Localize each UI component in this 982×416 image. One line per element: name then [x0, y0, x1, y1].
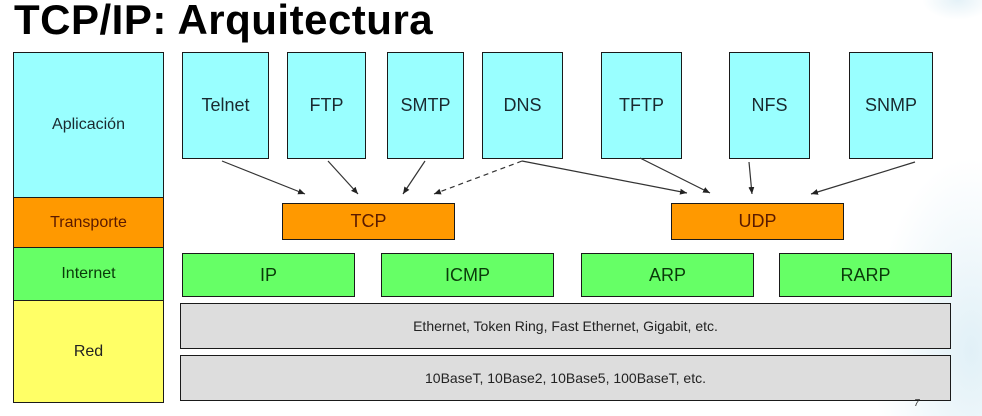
protocol-ip: IP: [182, 253, 355, 297]
protocol-ftp-label: FTP: [309, 95, 344, 115]
protocol-tcp: TCP: [282, 203, 455, 240]
slide-number: 7: [914, 398, 920, 409]
protocol-rarp-label: RARP: [840, 264, 891, 285]
protocol-rarp: RARP: [779, 253, 952, 297]
layer-internet: Internet: [13, 247, 164, 301]
protocol-smtp: SMTP: [387, 52, 464, 159]
page-title: TCP/IP: Arquitectura: [14, 0, 434, 43]
network-row-physical: 10BaseT, 10Base2, 10Base5, 100BaseT, etc…: [180, 355, 951, 401]
layer-red-label: Red: [73, 342, 104, 360]
protocol-nfs-label: NFS: [751, 95, 788, 115]
layer-internet-label: Internet: [61, 265, 116, 282]
layer-red: Red: [13, 300, 164, 403]
network-row-datalink: Ethernet, Token Ring, Fast Ethernet, Gig…: [180, 303, 951, 349]
layer-aplicacion-label: Aplicación: [52, 116, 125, 133]
layer-transporte-label: Transporte: [50, 213, 127, 231]
protocol-snmp: SNMP: [849, 52, 933, 159]
protocol-snmp-label: SNMP: [864, 95, 917, 115]
arrow-nfs-udp: [748, 161, 755, 195]
arrow-tftp-udp: [639, 157, 711, 194]
protocol-tftp-label: TFTP: [619, 95, 664, 115]
arrow-dns-tcp-dashed: [433, 160, 523, 195]
protocol-udp: UDP: [671, 203, 844, 240]
protocol-udp-label: UDP: [738, 211, 777, 231]
protocol-ip-label: IP: [259, 264, 277, 285]
protocol-tcp-label: TCP: [350, 211, 387, 231]
protocol-tftp: TFTP: [601, 52, 682, 159]
protocol-dns-label: DNS: [503, 95, 542, 115]
protocol-telnet-label: Telnet: [201, 95, 250, 115]
protocol-dns: DNS: [482, 52, 563, 159]
network-row-datalink-label: Ethernet, Token Ring, Fast Ethernet, Gig…: [413, 318, 718, 334]
arrow-dns-udp: [521, 160, 688, 195]
protocol-ftp: FTP: [287, 52, 366, 159]
arrow-smtp-tcp: [402, 160, 426, 195]
protocol-icmp-label: ICMP: [445, 264, 490, 285]
protocol-arp-label: ARP: [648, 264, 686, 285]
protocol-smtp-label: SMTP: [400, 95, 451, 115]
arrow-snmp-udp: [810, 161, 916, 195]
arrow-ftp-tcp: [327, 160, 359, 195]
protocol-nfs: NFS: [729, 52, 810, 159]
layer-aplicacion: Aplicación: [13, 52, 164, 198]
arrow-telnet-tcp: [221, 160, 306, 195]
protocol-icmp: ICMP: [381, 253, 554, 297]
network-row-physical-label: 10BaseT, 10Base2, 10Base5, 100BaseT, etc…: [425, 370, 706, 386]
protocol-telnet: Telnet: [182, 52, 269, 159]
protocol-arp: ARP: [581, 253, 754, 297]
